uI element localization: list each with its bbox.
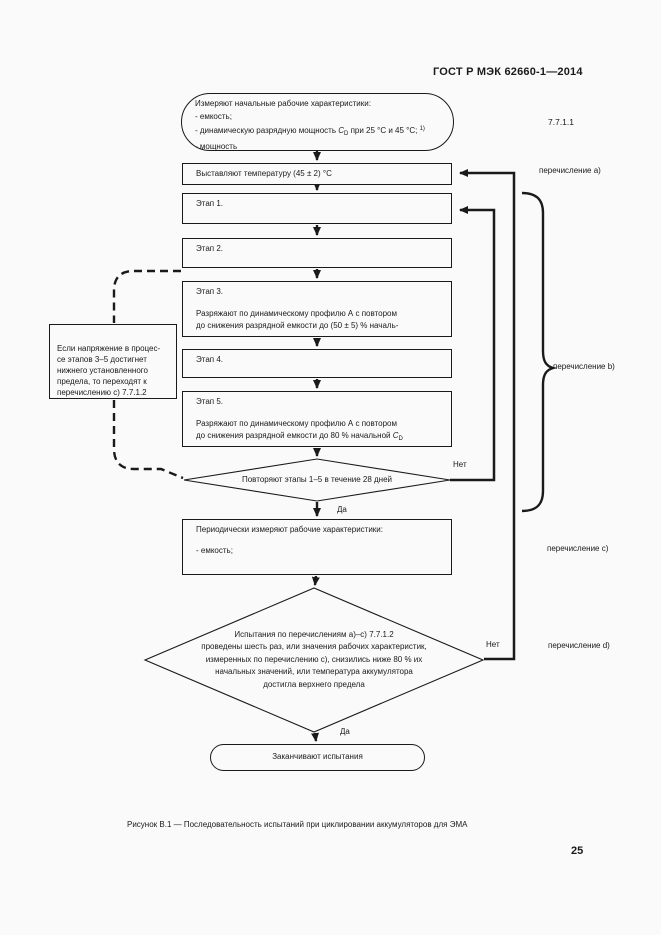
repeat-yes-label: Да xyxy=(337,505,347,514)
start-line-3: - динамическую разрядную мощность CD при… xyxy=(195,126,425,137)
step-4-box: Этап 4. xyxy=(182,349,452,378)
document-header: ГОСТ Р МЭК 62660-1—2014 xyxy=(433,66,583,78)
set-temperature-box: Выставляют температуру (45 ± 2) °C xyxy=(182,163,452,185)
step-1-box: Этап 1. xyxy=(182,193,452,224)
periodic-measure-box: Периодически измеряют рабочие характерис… xyxy=(182,519,452,575)
final-yes-label: Да xyxy=(340,727,350,736)
repeat-decision-text: Повторяют этапы 1–5 в течение 28 дней xyxy=(241,474,393,484)
side-note-box: Если напряжение в процес- се этапов 3–5 … xyxy=(49,324,177,399)
figure-caption: Рисунок В.1 — Последовательность испытан… xyxy=(127,820,468,829)
start-node: Измеряют начальные рабочие характеристик… xyxy=(181,93,454,151)
start-line-1: Измеряют начальные рабочие характеристик… xyxy=(195,99,371,108)
step-5-box: Этап 5. Разряжают по динамическому профи… xyxy=(182,391,452,447)
feedback-line-outer xyxy=(459,169,516,661)
page-number: 25 xyxy=(571,845,584,857)
feedback-line-inner xyxy=(450,206,496,482)
final-decision-text: Испытания по перечислениям а)–с) 7.7.1.2… xyxy=(201,629,427,689)
list-b-label: перечисление b) xyxy=(553,362,615,371)
step-3-box: Этап 3. Разряжают по динамическому профи… xyxy=(182,281,452,337)
start-line-2: - емкость; xyxy=(195,111,232,121)
final-no-label: Нет xyxy=(486,640,500,649)
end-node: Заканчивают испытания xyxy=(210,744,425,771)
list-b-brace xyxy=(521,191,558,513)
repeat-no-label: Нет xyxy=(453,460,467,469)
list-d-label: перечисление d) xyxy=(548,641,610,650)
capacity-symbol: C xyxy=(392,431,399,440)
footnote-marker: 1) xyxy=(419,126,425,132)
step-2-box: Этап 2. xyxy=(182,238,452,268)
list-a-label: перечисление a) xyxy=(539,166,601,175)
capacity-symbol: C xyxy=(338,126,344,135)
step-5-line-2: до снижения разрядной емкости до 80 % на… xyxy=(196,431,403,442)
start-line-4: - мощность xyxy=(195,141,238,151)
list-c-label: перечисление c) xyxy=(547,544,609,553)
clause-reference: 7.7.1.1 xyxy=(548,117,574,127)
